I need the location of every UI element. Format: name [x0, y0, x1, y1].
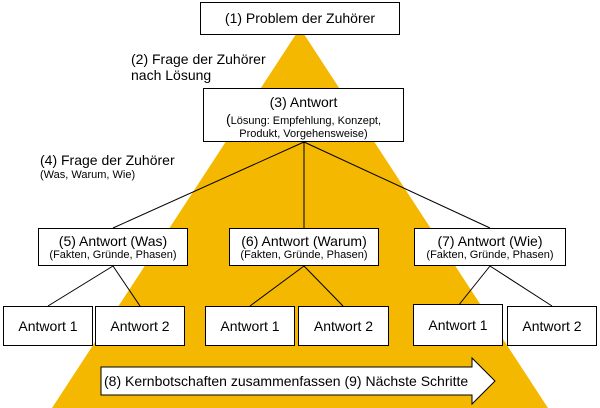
answer-was-detail: (Fakten, Gründe, Phasen) — [49, 248, 177, 261]
connector-5-to-leaf-2 — [112, 265, 141, 307]
main-answer-detail-line1-wrap: (Lösung: Empfehlung, Konzept, — [204, 111, 403, 128]
answer-warum-box: (6) Antwort (Warum) (Fakten, Gründe, Pha… — [229, 228, 379, 266]
leaf-warum-2: Antwort 2 — [298, 306, 389, 346]
question-2-line2: (Was, Warum, Wie) — [40, 169, 136, 182]
question-2-label: (4) Frage der Zuhörer (Was, Warum, Wie) — [40, 152, 175, 182]
leaf-was-2-text: Antwort 2 — [110, 317, 170, 334]
connector-6-to-leaf-4 — [303, 265, 344, 307]
main-answer-detail-line1: Lösung: Empfehlung, Konzept, — [230, 115, 382, 128]
question-1-label: (2) Frage der Zuhörer nach Lösung — [131, 51, 266, 83]
leaf-wie-1-text: Antwort 1 — [428, 316, 488, 333]
question-1-line1: (2) Frage der Zuhörer — [131, 51, 266, 67]
problem-box: (1) Problem der Zuhörer — [200, 2, 400, 35]
main-answer-box: (3) Antwort (Lösung: Empfehlung, Konzept… — [203, 88, 404, 142]
connector-6-to-leaf-3 — [249, 265, 305, 307]
answer-was-title: (5) Antwort (Was) — [58, 232, 168, 249]
leaf-wie-2-text: Antwort 2 — [522, 317, 582, 334]
connector-3-to-7 — [303, 141, 491, 229]
problem-text: (1) Problem der Zuhörer — [224, 10, 376, 27]
leaf-was-1-text: Antwort 1 — [18, 317, 78, 334]
answer-was-box: (5) Antwort (Was) (Fakten, Gründe, Phase… — [38, 228, 188, 266]
leaf-wie-1: Antwort 1 — [413, 304, 503, 346]
connector-5-to-leaf-1 — [47, 265, 114, 307]
summary-arrow — [100, 356, 496, 406]
main-answer-detail-line2: Produkt, Vorgehensweise) — [239, 127, 368, 140]
main-answer-open-paren: ( — [225, 111, 231, 128]
answer-wie-detail: (Fakten, Gründe, Phasen) — [426, 248, 554, 261]
leaf-warum-2-text: Antwort 2 — [313, 317, 374, 334]
question-2-line1: (4) Frage der Zuhörer — [40, 152, 175, 168]
summary-arrow-label: (8) Kernbotschaften zusammenfassen (9) N… — [104, 373, 469, 389]
answer-wie-box: (7) Antwort (Wie) (Fakten, Gründe, Phase… — [414, 228, 566, 266]
leaf-warum-1-text: Antwort 1 — [220, 317, 280, 334]
answer-wie-title: (7) Antwort (Wie) — [437, 232, 543, 249]
leaf-was-1: Antwort 1 — [3, 306, 93, 346]
question-1-line2: nach Lösung — [131, 67, 212, 84]
connector-3-to-5 — [112, 141, 305, 229]
pyramid-shape — [52, 28, 548, 408]
leaf-was-2: Antwort 2 — [95, 306, 185, 346]
leaf-warum-1: Antwort 1 — [205, 306, 295, 346]
main-answer-title: (3) Antwort — [269, 94, 338, 110]
answer-warum-detail: (Fakten, Gründe, Phasen) — [240, 248, 368, 261]
answer-warum-title: (6) Antwort (Warum) — [241, 232, 367, 249]
connector-7-to-leaf-5 — [457, 265, 491, 307]
connector-7-to-leaf-6 — [489, 265, 553, 307]
leaf-wie-2: Antwort 2 — [507, 306, 597, 346]
